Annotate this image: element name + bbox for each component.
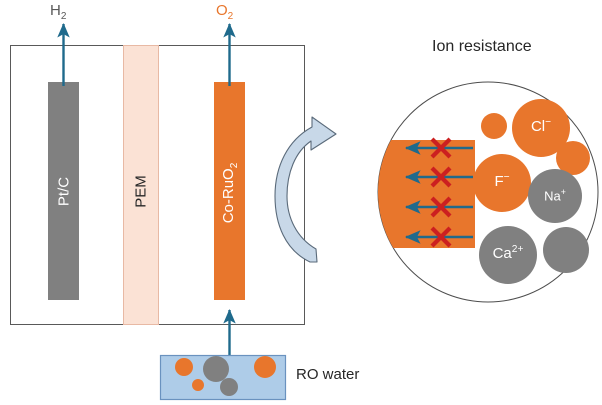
ion-chloride-label: Cl− bbox=[530, 117, 552, 136]
anode-electrode bbox=[214, 82, 245, 300]
cathode-electrode bbox=[48, 82, 79, 300]
orange-ion-large-left bbox=[175, 358, 193, 376]
ion-fluoride bbox=[473, 154, 531, 212]
ro-water-label: RO water bbox=[296, 366, 360, 383]
cathode-label: Pt/C bbox=[55, 176, 73, 207]
ion-sodium-label: Na+ bbox=[544, 186, 566, 203]
membrane-label: PEM bbox=[132, 175, 150, 208]
ion-calcium-label: Ca2+ bbox=[492, 244, 524, 263]
blocked-transport-arrows bbox=[404, 137, 473, 248]
ion-resistance-title: Ion resistance bbox=[432, 38, 532, 55]
block-x-mark-4 bbox=[430, 226, 452, 248]
ion-chloride bbox=[512, 99, 570, 157]
gray-ion-large bbox=[203, 356, 229, 382]
ion-gray-small bbox=[543, 227, 589, 273]
ion-calcium bbox=[479, 226, 537, 284]
oxygen-label: O2 bbox=[216, 2, 234, 22]
ion-orange-small-right bbox=[556, 141, 590, 175]
ion-sodium bbox=[528, 169, 582, 223]
orange-ion-right bbox=[254, 356, 276, 378]
zoomed-anode-surface bbox=[378, 140, 475, 248]
ro-water-particles bbox=[175, 356, 276, 396]
block-x-mark-1 bbox=[430, 137, 452, 159]
zoom-callout-arrow bbox=[274, 116, 337, 263]
pem-membrane bbox=[123, 45, 159, 325]
block-x-mark-2 bbox=[430, 166, 452, 188]
anode-label: Co-RuO2 bbox=[220, 162, 240, 224]
ion-cluster bbox=[473, 99, 590, 284]
gray-ion-small bbox=[220, 378, 238, 396]
orange-ion-small bbox=[192, 379, 204, 391]
ion-fluoride-label: F− bbox=[494, 172, 510, 191]
block-x-mark-3 bbox=[430, 196, 452, 218]
hydrogen-label: H2 bbox=[50, 2, 67, 22]
ion-orange-small-top bbox=[481, 113, 507, 139]
